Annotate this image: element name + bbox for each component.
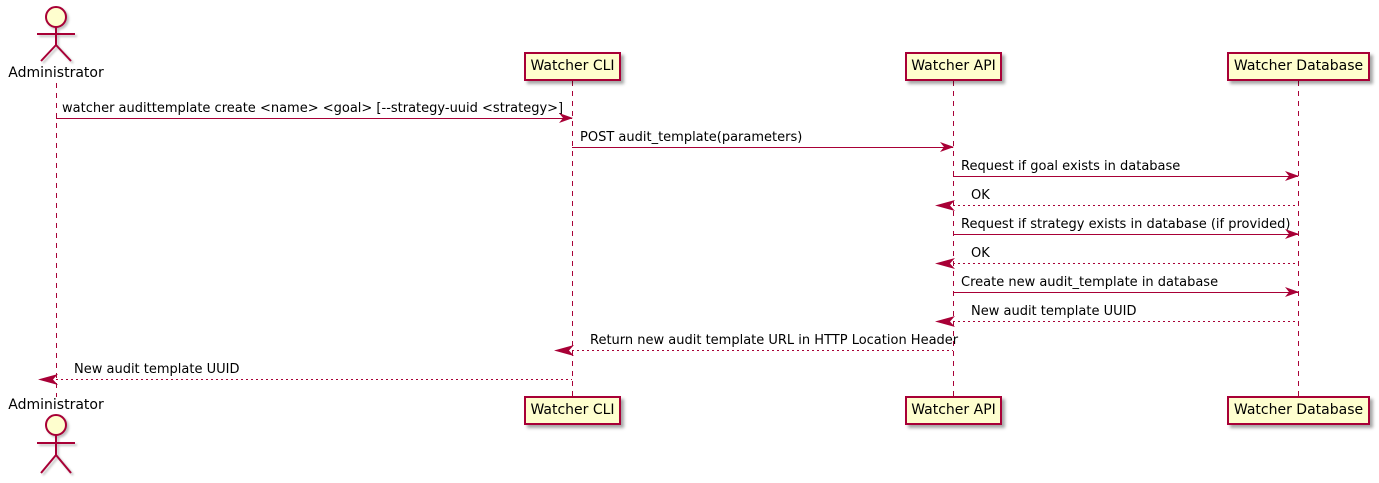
arrowhead-left-icon	[554, 345, 574, 356]
message-line	[953, 234, 1298, 235]
actor-name-top: Administrator	[8, 65, 104, 81]
message-label: New audit template UUID	[971, 304, 1137, 319]
arrowhead-left-icon	[935, 200, 955, 211]
participant-watcher-api-bottom: Watcher API	[905, 396, 1002, 425]
arrowhead-left-icon	[935, 258, 955, 269]
arrowhead-right-icon	[559, 113, 573, 123]
message-line	[572, 350, 953, 351]
message-label: OK	[971, 188, 990, 203]
participant-watcher-api-top: Watcher API	[905, 52, 1002, 81]
participant-watcher-cli-top: Watcher CLI	[524, 52, 621, 81]
message-line	[953, 263, 1298, 264]
message-line	[953, 176, 1298, 177]
message-line	[56, 118, 572, 119]
message-line	[572, 147, 953, 148]
message-label: Request if goal exists in database	[961, 159, 1181, 174]
actor-name-bottom: Administrator	[8, 397, 104, 413]
arrowhead-left-icon	[935, 316, 955, 327]
message-label: OK	[971, 246, 990, 261]
lifeline-watcher-cli	[572, 81, 573, 396]
lifeline-watcher-database	[1298, 81, 1299, 396]
arrowhead-left-icon	[38, 374, 58, 385]
lifeline-administrator	[56, 83, 57, 397]
lifeline-watcher-api	[953, 81, 954, 396]
participant-watcher-cli-bottom: Watcher CLI	[524, 396, 621, 425]
message-label: POST audit_template(parameters)	[580, 130, 803, 145]
message-label: Return new audit template URL in HTTP Lo…	[590, 333, 959, 348]
message-line	[953, 292, 1298, 293]
message-label: Request if strategy exists in database (…	[961, 217, 1291, 232]
message-label: Create new audit_template in database	[961, 275, 1219, 290]
participant-watcher-database-bottom: Watcher Database	[1227, 396, 1370, 425]
arrowhead-right-icon	[1285, 171, 1299, 181]
actor-figure-icon	[37, 6, 75, 62]
arrowhead-right-icon	[1285, 229, 1299, 239]
actor-figure-icon	[37, 414, 75, 474]
message-label: New audit template UUID	[74, 362, 240, 377]
message-line	[56, 379, 572, 380]
message-line	[953, 321, 1298, 322]
arrowhead-right-icon	[1285, 287, 1299, 297]
arrowhead-right-icon	[940, 142, 954, 152]
participant-watcher-database-top: Watcher Database	[1227, 52, 1370, 81]
message-line	[953, 205, 1298, 206]
message-label: watcher audittemplate create <name> <goa…	[62, 101, 564, 116]
